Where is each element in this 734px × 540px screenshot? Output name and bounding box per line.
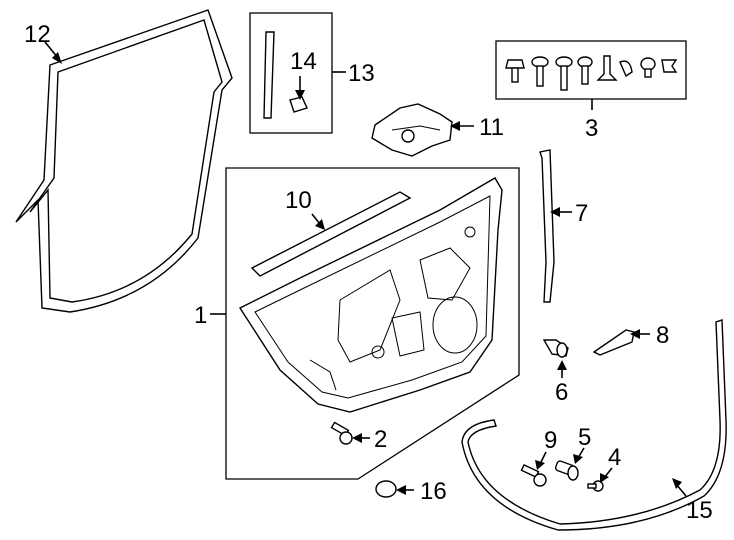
- callout-14: 14: [290, 48, 317, 75]
- part-3-clip-c: [661, 59, 678, 73]
- part-15-lower-seal: [461, 319, 727, 531]
- part-5-bushing: [554, 460, 579, 481]
- part-16-plug: [375, 480, 397, 498]
- part-4-screw: [587, 480, 604, 492]
- part-3-rivet: [596, 55, 618, 81]
- part-7-weatherstrip: [539, 149, 555, 303]
- callout-5: 5: [578, 424, 591, 451]
- callout-12: 12: [24, 21, 51, 48]
- leader-lines: [44, 41, 687, 497]
- part-1-door-panel: [238, 177, 503, 413]
- callout-10: 10: [285, 187, 312, 214]
- part-3-bolt-3: [555, 56, 573, 91]
- callout-11: 11: [479, 114, 504, 141]
- callout-labels: 12 14 13 3 11 10 1 7 8 6 2 9 5 4 15 16: [24, 21, 713, 524]
- callout-7: 7: [575, 200, 588, 227]
- part-10-belt-molding: [250, 191, 412, 277]
- part-6-fastener: [542, 339, 569, 358]
- callout-3: 3: [585, 115, 598, 142]
- part-11-lock: [371, 103, 453, 157]
- part-3-clip-a: [619, 60, 633, 78]
- part-1-box: [225, 167, 520, 480]
- part-3-bolt-2: [531, 56, 549, 87]
- part-2-bolt: [330, 421, 353, 445]
- part-13-box: [249, 12, 333, 134]
- part-3-fastener-box: [495, 40, 687, 100]
- part-3-clip-b: [640, 57, 656, 78]
- callout-9: 9: [544, 427, 557, 454]
- callout-8: 8: [656, 322, 669, 349]
- callout-15: 15: [686, 497, 713, 524]
- callout-13: 13: [348, 60, 375, 87]
- part-13-molding: [263, 31, 275, 119]
- callout-4: 4: [608, 444, 621, 471]
- part-3-bolt-4: [577, 56, 593, 85]
- part-12-door-frame-seal: [15, 9, 233, 313]
- part-14-clip: [289, 96, 308, 113]
- callout-6: 6: [555, 379, 568, 406]
- callout-2: 2: [374, 426, 387, 453]
- callout-1: 1: [194, 302, 207, 329]
- callout-16: 16: [420, 478, 447, 505]
- part-3-bolt-1: [505, 59, 525, 83]
- part-8-bracket: [592, 329, 635, 356]
- part-9-bolt: [520, 463, 547, 487]
